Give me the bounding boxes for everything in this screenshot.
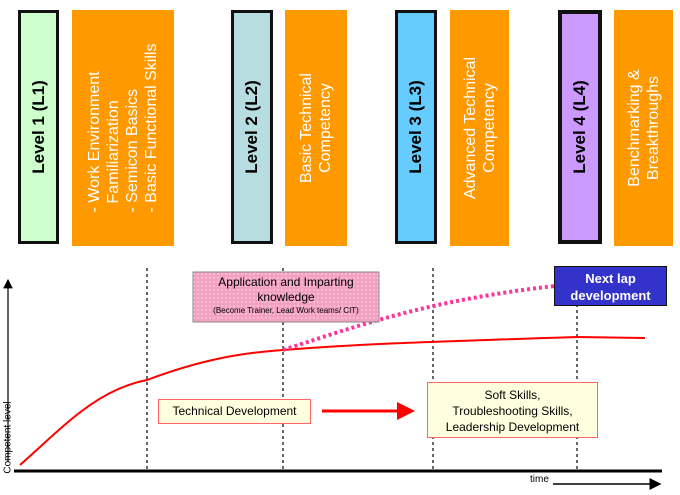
application-subtitle: (Become Trainer, Lead Work teams/ CIT): [213, 306, 359, 315]
level-2-description: Basic Technical Competency: [285, 10, 347, 246]
level-4-description: Benchmarking & Breakthroughs: [614, 10, 673, 246]
soft-skills-line: Soft Skills,: [484, 388, 541, 402]
technical-development-box: Technical Development: [158, 399, 311, 424]
application-title: Application and Imparting knowledge: [218, 275, 354, 304]
next-lap-dotted-curve: [282, 284, 556, 352]
y-axis-label: Competent level: [2, 401, 14, 474]
next-lap-box: Next lap development: [554, 266, 667, 306]
level-3-box: Level 3 (L3): [395, 10, 437, 244]
level-4-box: Level 4 (L4): [558, 10, 602, 244]
soft-skills-line: Troubleshooting Skills,: [452, 404, 573, 418]
soft-skills-box: Soft Skills, Troubleshooting Skills, Lea…: [427, 382, 598, 438]
technical-curve: [19, 335, 646, 466]
level-2-box: Level 2 (L2): [231, 10, 273, 244]
x-axis-label: time: [530, 474, 549, 485]
soft-skills-line: Leadership Development: [445, 420, 580, 434]
level-1-description: - Work Environment Familiarization - Sem…: [72, 10, 174, 246]
level-3-description: Advanced Technical Competency: [450, 10, 509, 246]
application-box: Application and Imparting knowledge (Bec…: [193, 272, 379, 322]
level-1-box: Level 1 (L1): [18, 10, 59, 244]
